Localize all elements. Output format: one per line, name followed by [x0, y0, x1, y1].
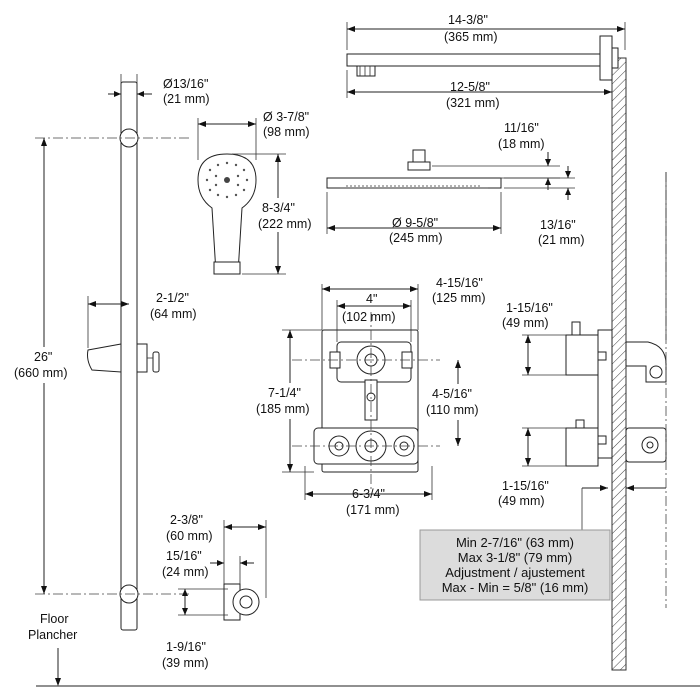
rain-shower-head [326, 149, 502, 189]
valve-body [292, 312, 440, 490]
adjustment-title-label: Adjustment / ajustement [445, 565, 585, 580]
adjustment-diff-label: Max - Min = 5/8" (16 mm) [442, 580, 589, 595]
holder-projection-dimension: 2-1/2" (64 mm) [87, 291, 197, 348]
elbow-depth-label: 15/16" [166, 549, 202, 563]
head-diameter-label: Ø 9-5/8" [392, 216, 438, 230]
valve-port-spacing-dimension: 4-5/16" (110 mm) [426, 360, 496, 446]
hand-shower-holder [87, 343, 160, 373]
rail-diameter-mm-label: (21 mm) [163, 92, 210, 106]
hand-shower-diameter-mm-label: (98 mm) [263, 125, 310, 139]
adjustment-max-label: Max 3-1/8" (79 mm) [458, 550, 572, 565]
elbow-height-mm-label: (39 mm) [162, 656, 209, 670]
arm-length-label: 14-3/8" [448, 13, 488, 27]
elbow-width-dimension: 2-3/8" (60 mm) [166, 513, 267, 598]
valve-width-inner-mm-label: (102 mm) [342, 310, 395, 324]
valve-width-bottom-label: 6-3/4" [352, 487, 385, 501]
head-diameter-dimension: Ø 9-5/8" (245 mm) [326, 192, 502, 245]
arm-length-dimension: 14-3/8" (365 mm) [346, 13, 626, 50]
valve-width-outer-label: 4-15/16" [436, 276, 483, 290]
arm-reach-mm-label: (321 mm) [446, 96, 499, 110]
elbow-width-mm-label: (60 mm) [166, 529, 213, 543]
adjustment-min-label: Min 2-7/16" (63 mm) [456, 535, 574, 550]
valve-height-mm-label: (185 mm) [256, 402, 309, 416]
valve-width-bottom-mm-label: (171 mm) [346, 503, 399, 517]
head-neck-label: 13/16" [540, 218, 576, 232]
arm-length-mm-label: (365 mm) [444, 30, 497, 44]
elbow-width-label: 2-3/8" [170, 513, 203, 527]
head-thickness-mm-label: (18 mm) [498, 137, 545, 151]
valve-port-spacing-mm-label: (110 mm) [426, 403, 479, 417]
wall-elbow [223, 583, 260, 621]
valve-width-inner-dimension: 4" (102 mm) [336, 292, 412, 342]
trim-depth-top-mm-label: (49 mm) [502, 316, 549, 330]
valve-height-dimension: 7-1/4" (185 mm) [250, 329, 322, 473]
elbow-depth-dimension: 15/16" (24 mm) [162, 549, 254, 584]
trim-depth-bottom-mm-label: (49 mm) [498, 494, 545, 508]
head-thickness-dimension: 11/16" (18 mm) [432, 121, 560, 190]
trim-depth-bottom-label: 1-15/16" [502, 479, 549, 493]
wall-section [611, 57, 627, 671]
hand-shower [197, 153, 257, 275]
trim-depth-top-label: 1-15/16" [506, 301, 553, 315]
trim-depth-top-dimension: 1-15/16" (49 mm) [502, 301, 566, 376]
arm-reach-label: 12-5/8" [450, 80, 490, 94]
floor-label: Floor [40, 612, 68, 626]
head-diameter-mm-label: (245 mm) [389, 231, 442, 245]
valve-width-inner-label: 4" [366, 292, 377, 306]
valve-side-view [565, 172, 667, 608]
hand-shower-diameter-dimension: Ø 3-7/8" (98 mm) [197, 110, 310, 160]
shower-arm [346, 35, 619, 81]
holder-projection-label: 2-1/2" [156, 291, 189, 305]
hand-shower-length-mm-label: (222 mm) [258, 217, 311, 231]
floor-label-fr: Plancher [28, 628, 77, 642]
hand-shower-diameter-label: Ø 3-7/8" [263, 110, 309, 124]
elbow-height-label: 1-9/16" [166, 640, 206, 654]
hand-shower-length-dimension: 8-3/4" (222 mm) [232, 153, 314, 275]
rail-length-mm-label: (660 mm) [14, 366, 67, 380]
head-thickness-label: 11/16" [504, 121, 539, 135]
trim-depth-bottom-dimension: 1-15/16" (49 mm) [498, 427, 566, 508]
rail-diameter-label: Ø13/16" [163, 77, 208, 91]
rail-length-label: 26" [34, 350, 52, 364]
valve-port-spacing-label: 4-5/16" [432, 387, 472, 401]
adjustment-range-dimension [581, 485, 666, 532]
hand-shower-length-label: 8-3/4" [262, 201, 295, 215]
slide-rail [35, 81, 190, 631]
head-neck-dimension: 13/16" (21 mm) [500, 166, 585, 247]
valve-width-outer-dimension: 4-15/16" (125 mm) [321, 276, 485, 330]
adjustment-note: Min 2-7/16" (63 mm) Max 3-1/8" (79 mm) A… [419, 529, 611, 601]
elbow-height-dimension: 1-9/16" (39 mm) [162, 588, 228, 670]
head-neck-mm-label: (21 mm) [538, 233, 585, 247]
rail-length-dimension: 26" (660 mm) [10, 138, 80, 594]
arm-reach-dimension: 12-5/8" (321 mm) [346, 70, 612, 110]
holder-projection-mm-label: (64 mm) [150, 307, 197, 321]
valve-width-outer-mm-label: (125 mm) [432, 291, 485, 305]
floor-marker: Floor Plancher [28, 612, 700, 687]
elbow-depth-mm-label: (24 mm) [162, 565, 209, 579]
valve-width-bottom-dimension: 6-3/4" (171 mm) [304, 466, 433, 517]
valve-height-label: 7-1/4" [268, 386, 301, 400]
rail-diameter-dimension: Ø13/16" (21 mm) [108, 74, 210, 106]
